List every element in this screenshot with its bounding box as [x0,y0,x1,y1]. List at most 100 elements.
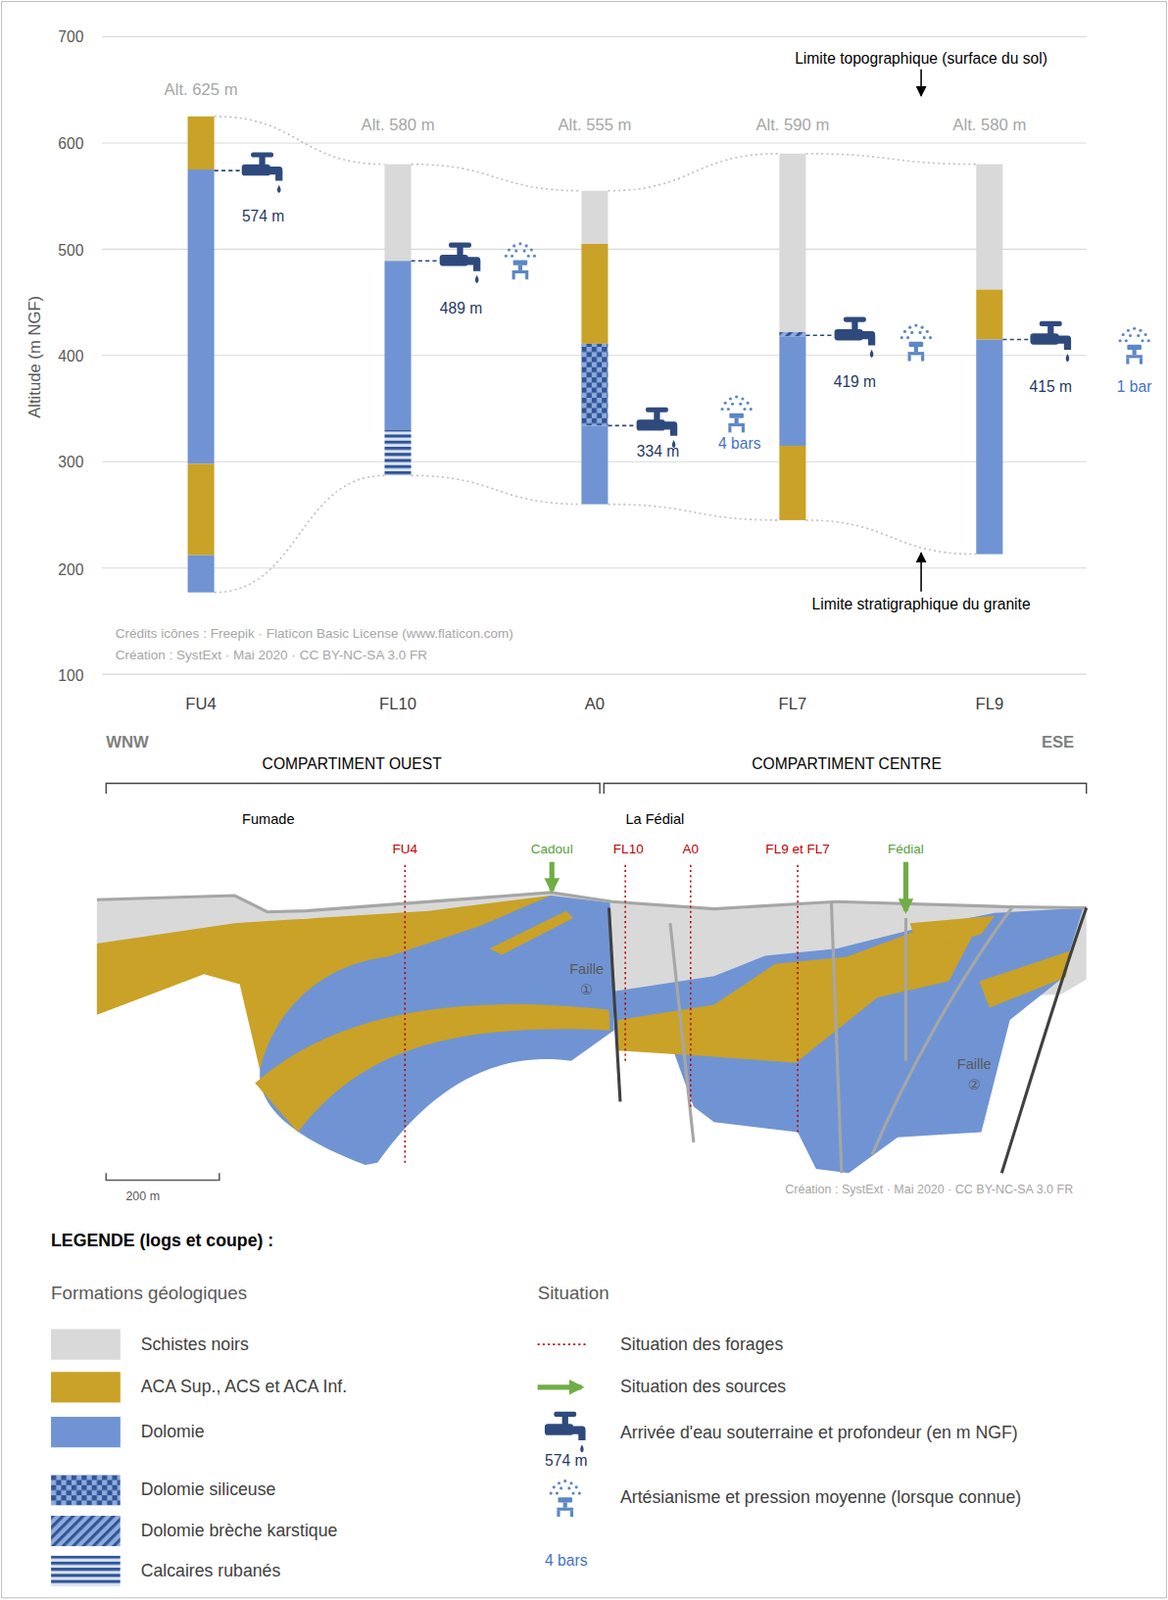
label-lh: Formations géologiques [50,1282,247,1305]
label-tick: 400 [57,346,84,365]
label-tick: 100 [57,666,84,684]
label-press: 4 bars [544,1552,587,1570]
label-depth: 574 m [242,207,285,226]
tap-icon [1029,321,1071,363]
label-tick: 200 [57,559,84,578]
legend-text: ACA Sup., ACS et ACA Inf. [141,1377,348,1398]
label-well: FU4 [185,695,216,715]
water-leader [411,260,440,263]
water-leader [607,425,636,428]
log-layer [581,425,608,504]
legend-swatch [50,1416,121,1448]
label-faille: Faille [957,1055,992,1072]
artesian-icon [504,242,536,280]
log-layer [581,243,608,344]
legend-text: Situation des sources [620,1377,786,1398]
log-layer [975,164,1003,291]
legend-text: Schistes noirs [141,1334,249,1355]
label-depth: 415 m [1029,378,1072,396]
log-layer [778,445,806,521]
tap-icon [439,243,482,285]
log-layer [384,430,411,477]
artesian-icon [900,324,932,362]
label-place: La Fédial [625,811,684,828]
label-depth: 419 m [833,372,876,390]
label-alt: Alt. 580 m [361,115,436,135]
tap-icon [242,151,284,194]
grid-line [101,142,1087,144]
label-red: FL10 [613,841,644,858]
label-alt: Alt. 625 m [164,80,239,99]
water-leader [214,169,243,172]
legend-pattern [50,1515,121,1547]
log-layer [188,169,215,464]
label-tick: 300 [57,453,84,472]
log-layer [581,191,608,244]
label-dir: WNW [105,732,148,752]
topography-line [214,116,977,192]
label-tick: 600 [57,134,84,152]
log-layer [188,555,215,593]
log-layer [975,340,1003,555]
legend-text: Dolomie [141,1421,205,1442]
label-tick: 500 [57,241,84,259]
legend-text: Dolomie siliceuse [141,1480,277,1501]
log-layer [384,260,411,430]
label-comp: COMPARTIMENT CENTRE [751,755,941,774]
pattern-fill [50,1556,121,1587]
legend-swatch [50,1328,121,1360]
log-layer [778,332,806,337]
label-well: FL7 [778,695,808,715]
legend-icons [537,1344,587,1517]
label-comp: COMPARTIMENT OUEST [262,755,442,774]
log-layer [778,336,806,446]
label-press: 4 bars [718,435,761,453]
label-alt: Alt. 580 m [952,115,1026,135]
label-cred2: Création : SystExt · Mai 2020 · CC BY-NC… [784,1183,1073,1198]
label-alt: Alt. 590 m [755,115,829,135]
label-press: 1 bar [1117,378,1153,396]
label-faille: Faille [569,961,604,978]
label-well: A0 [584,695,605,715]
log-layer [975,290,1003,341]
grid-line [101,674,1087,676]
label-lh: Situation [537,1282,610,1305]
water-leader [805,334,834,337]
label-depth: 489 m [439,298,483,317]
pattern-fill [50,1474,121,1506]
label-red: A0 [682,841,700,858]
label-cred: Crédits icônes : Freepik · Flaticon Basi… [115,627,514,643]
label-scale: 200 m [125,1190,160,1205]
label-well: FL10 [379,695,417,715]
label-place: Fumade [242,811,294,828]
label-depth: 334 m [636,441,680,460]
legend-text: Arrivée d'eau souterraine et profondeur … [620,1423,1019,1444]
well-logs [188,116,1151,593]
label-red: FL9 et FL7 [765,841,829,858]
grid-line [101,567,1087,569]
log-layer [581,343,608,427]
label-green: Cadoul [531,841,574,858]
tap-icon [636,407,679,449]
label-note: Limite topographique (surface du sol) [794,48,1048,67]
label-lt: LEGENDE (logs et coupe) : [50,1231,274,1252]
log-layer [188,463,215,555]
legend-swatch [50,1371,121,1403]
legend-pattern [50,1556,121,1587]
cross-section [97,862,1087,1181]
label-axis: Altitude (m NGF) [26,295,46,419]
legend-text: Situation des forages [620,1334,783,1355]
grid-lines [101,36,1087,675]
water-leader [1002,339,1030,341]
label-cred: Création : SystExt · Mai 2020 · CC BY-NC… [115,648,428,665]
grid-line [101,36,1087,38]
label-red: FU4 [392,841,419,858]
log-layer [188,116,215,170]
legend-text: Calcaires rubanés [141,1560,282,1581]
label-faille: ① [580,980,593,998]
log-layer [384,164,411,262]
label-well: FL9 [974,695,1004,715]
label-tick: 700 [57,27,84,46]
leader-arrow [920,552,923,592]
